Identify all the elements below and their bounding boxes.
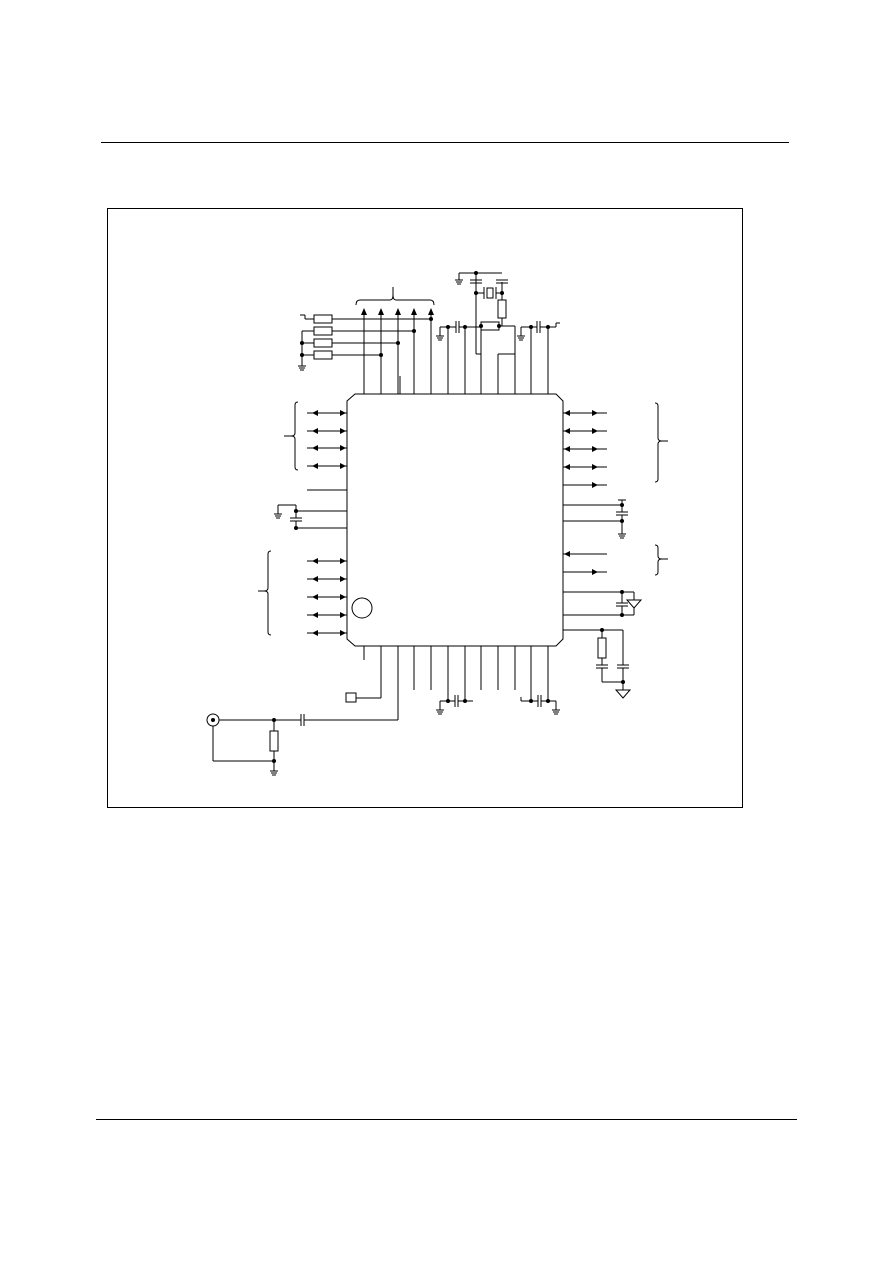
resistor-r3 — [313, 338, 333, 348]
oscillator-network — [436, 271, 516, 394]
top-right-decoupling — [517, 321, 560, 341]
test-point — [345, 692, 381, 703]
feedback-resistor — [480, 321, 500, 331]
pin1-marker — [351, 597, 373, 619]
left-pins-middle — [274, 489, 347, 530]
right-pins-lower — [563, 544, 668, 576]
bottom-decoupling — [436, 695, 560, 715]
termination-resistor — [269, 730, 279, 752]
right-pins-upper — [563, 402, 668, 488]
right-pins-bottom — [563, 590, 643, 699]
filter-resistor — [597, 637, 607, 659]
ic-body — [346, 393, 564, 647]
top-pins — [363, 313, 549, 394]
header-rule — [101, 142, 789, 143]
right-pins-middle — [563, 499, 628, 539]
footer-rule — [96, 1119, 797, 1120]
bus-arrows — [361, 308, 434, 315]
resistor-r1 — [313, 314, 333, 324]
resistor-r4 — [313, 350, 333, 360]
rf-input — [206, 713, 398, 776]
series-resistor — [497, 299, 507, 319]
left-pins-upper — [284, 401, 347, 471]
figure-frame — [107, 208, 743, 808]
resistor-ladder — [298, 314, 433, 371]
bus-brace — [355, 294, 435, 306]
crystal — [486, 287, 494, 299]
left-pins-lower — [258, 550, 347, 636]
bottom-pins — [363, 646, 549, 720]
resistor-r2 — [313, 326, 333, 336]
